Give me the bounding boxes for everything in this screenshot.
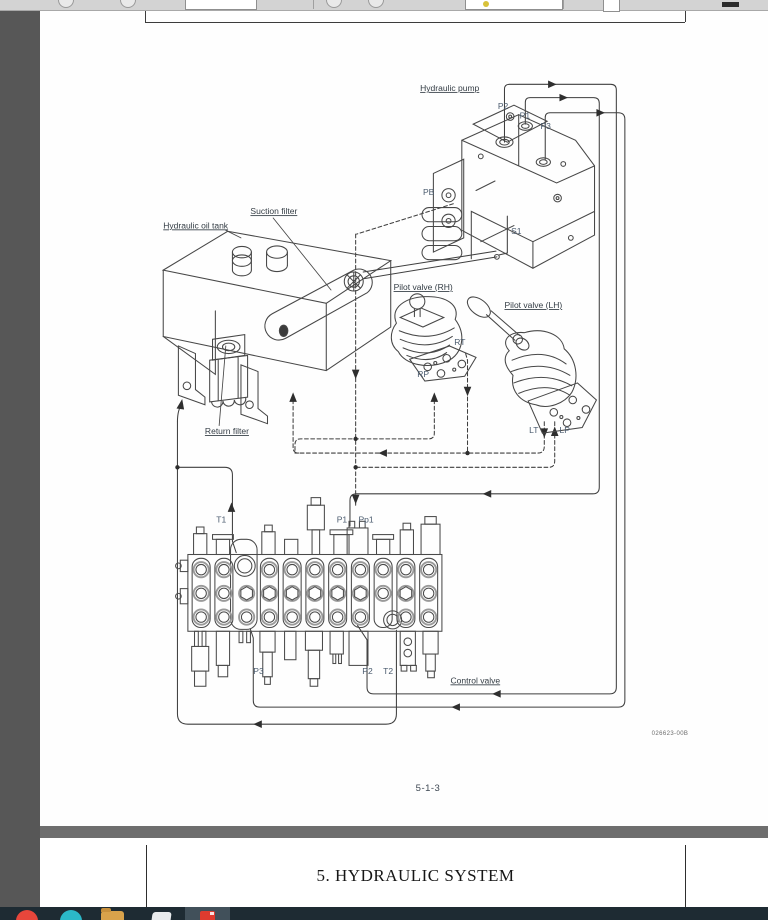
port-label-valve-p1: P1 (337, 514, 348, 524)
diagram-label-hydraulic-pump: Hydraulic pump (420, 83, 479, 93)
port-label-pilot-rp: RP (417, 369, 429, 379)
port-label-pilot-lt: LT (529, 425, 538, 435)
hydraulic-oil-tank-figure (161, 217, 393, 427)
page-frame-rule-left (146, 845, 147, 907)
hydraulic-pump-figure (421, 104, 596, 269)
toolbar-input[interactable] (185, 0, 257, 10)
page-frame-rule-right (685, 845, 686, 907)
toolbar-button-icon[interactable] (120, 0, 136, 8)
junction-dots (175, 436, 470, 470)
port-label-pilot-lp: LP (559, 425, 570, 435)
viewer-toolbar (0, 0, 768, 12)
toolbar-separator (313, 0, 314, 9)
os-taskbar (0, 907, 768, 920)
pilot-flow-arrows (289, 369, 559, 505)
diagram-label-return-filter: Return filter (205, 426, 249, 436)
port-label-valve-p3: P3 (253, 666, 264, 676)
port-label-pump-p3: P3 (541, 121, 552, 131)
documents-icon[interactable] (151, 912, 172, 920)
diagram-label-suction-filter: Suction filter (250, 206, 297, 216)
toolbar-highlight-icon[interactable] (483, 1, 489, 7)
port-label-valve-pp1: Pp1 (359, 514, 374, 524)
port-label-valve-p2: P2 (362, 666, 373, 676)
port-label-valve-t1: T1 (216, 514, 226, 524)
solid-pipes (176, 83, 626, 725)
toolbar-button-icon[interactable] (368, 0, 384, 8)
page-number: 5-1-3 (415, 783, 441, 794)
browser-red-icon[interactable] (16, 910, 38, 920)
toolbar-separator (563, 0, 564, 9)
viewer-side-panel[interactable] (0, 10, 40, 907)
port-label-valve-t2: T2 (383, 666, 393, 676)
folder-icon[interactable] (101, 908, 124, 920)
toolbar-button-icon[interactable] (603, 0, 620, 12)
page-separator (40, 826, 768, 838)
pilot-valve-rh-figure (390, 293, 477, 382)
diagram-label-control-valve: Control valve (450, 675, 500, 685)
port-label-pump-s1: S1 (511, 226, 522, 236)
toolbar-text-tool-icon[interactable] (722, 2, 739, 7)
diagram-label-hydraulic-oil-tank: Hydraulic oil tank (163, 220, 229, 230)
port-label-pump-p2: P2 (498, 101, 509, 111)
port-label-pump-pb: PB (423, 187, 435, 197)
toolbar-button-icon[interactable] (58, 0, 74, 8)
diagram-label-pilot-valve-lh: Pilot valve (LH) (504, 300, 562, 310)
toolbar-button-icon[interactable] (326, 0, 342, 8)
pilot-valve-lh-figure (466, 296, 598, 434)
port-label-pilot-rt: RT (454, 337, 465, 347)
pdf-reader-icon[interactable] (200, 911, 215, 920)
flow-arrows (176, 80, 605, 728)
browser-teal-icon[interactable] (60, 910, 82, 920)
port-label-pump-p1: P1 (520, 110, 531, 120)
toolbar-input[interactable] (465, 0, 563, 10)
chapter-heading: 5. HYDRAULIC SYSTEM (316, 866, 515, 885)
figure-code: 026623-00B (651, 731, 689, 737)
diagram-label-pilot-valve-rh: Pilot valve (RH) (394, 282, 453, 292)
control-valve-figure (175, 497, 443, 687)
manual-page-chapter-title: 5. HYDRAULIC SYSTEM (40, 838, 768, 907)
